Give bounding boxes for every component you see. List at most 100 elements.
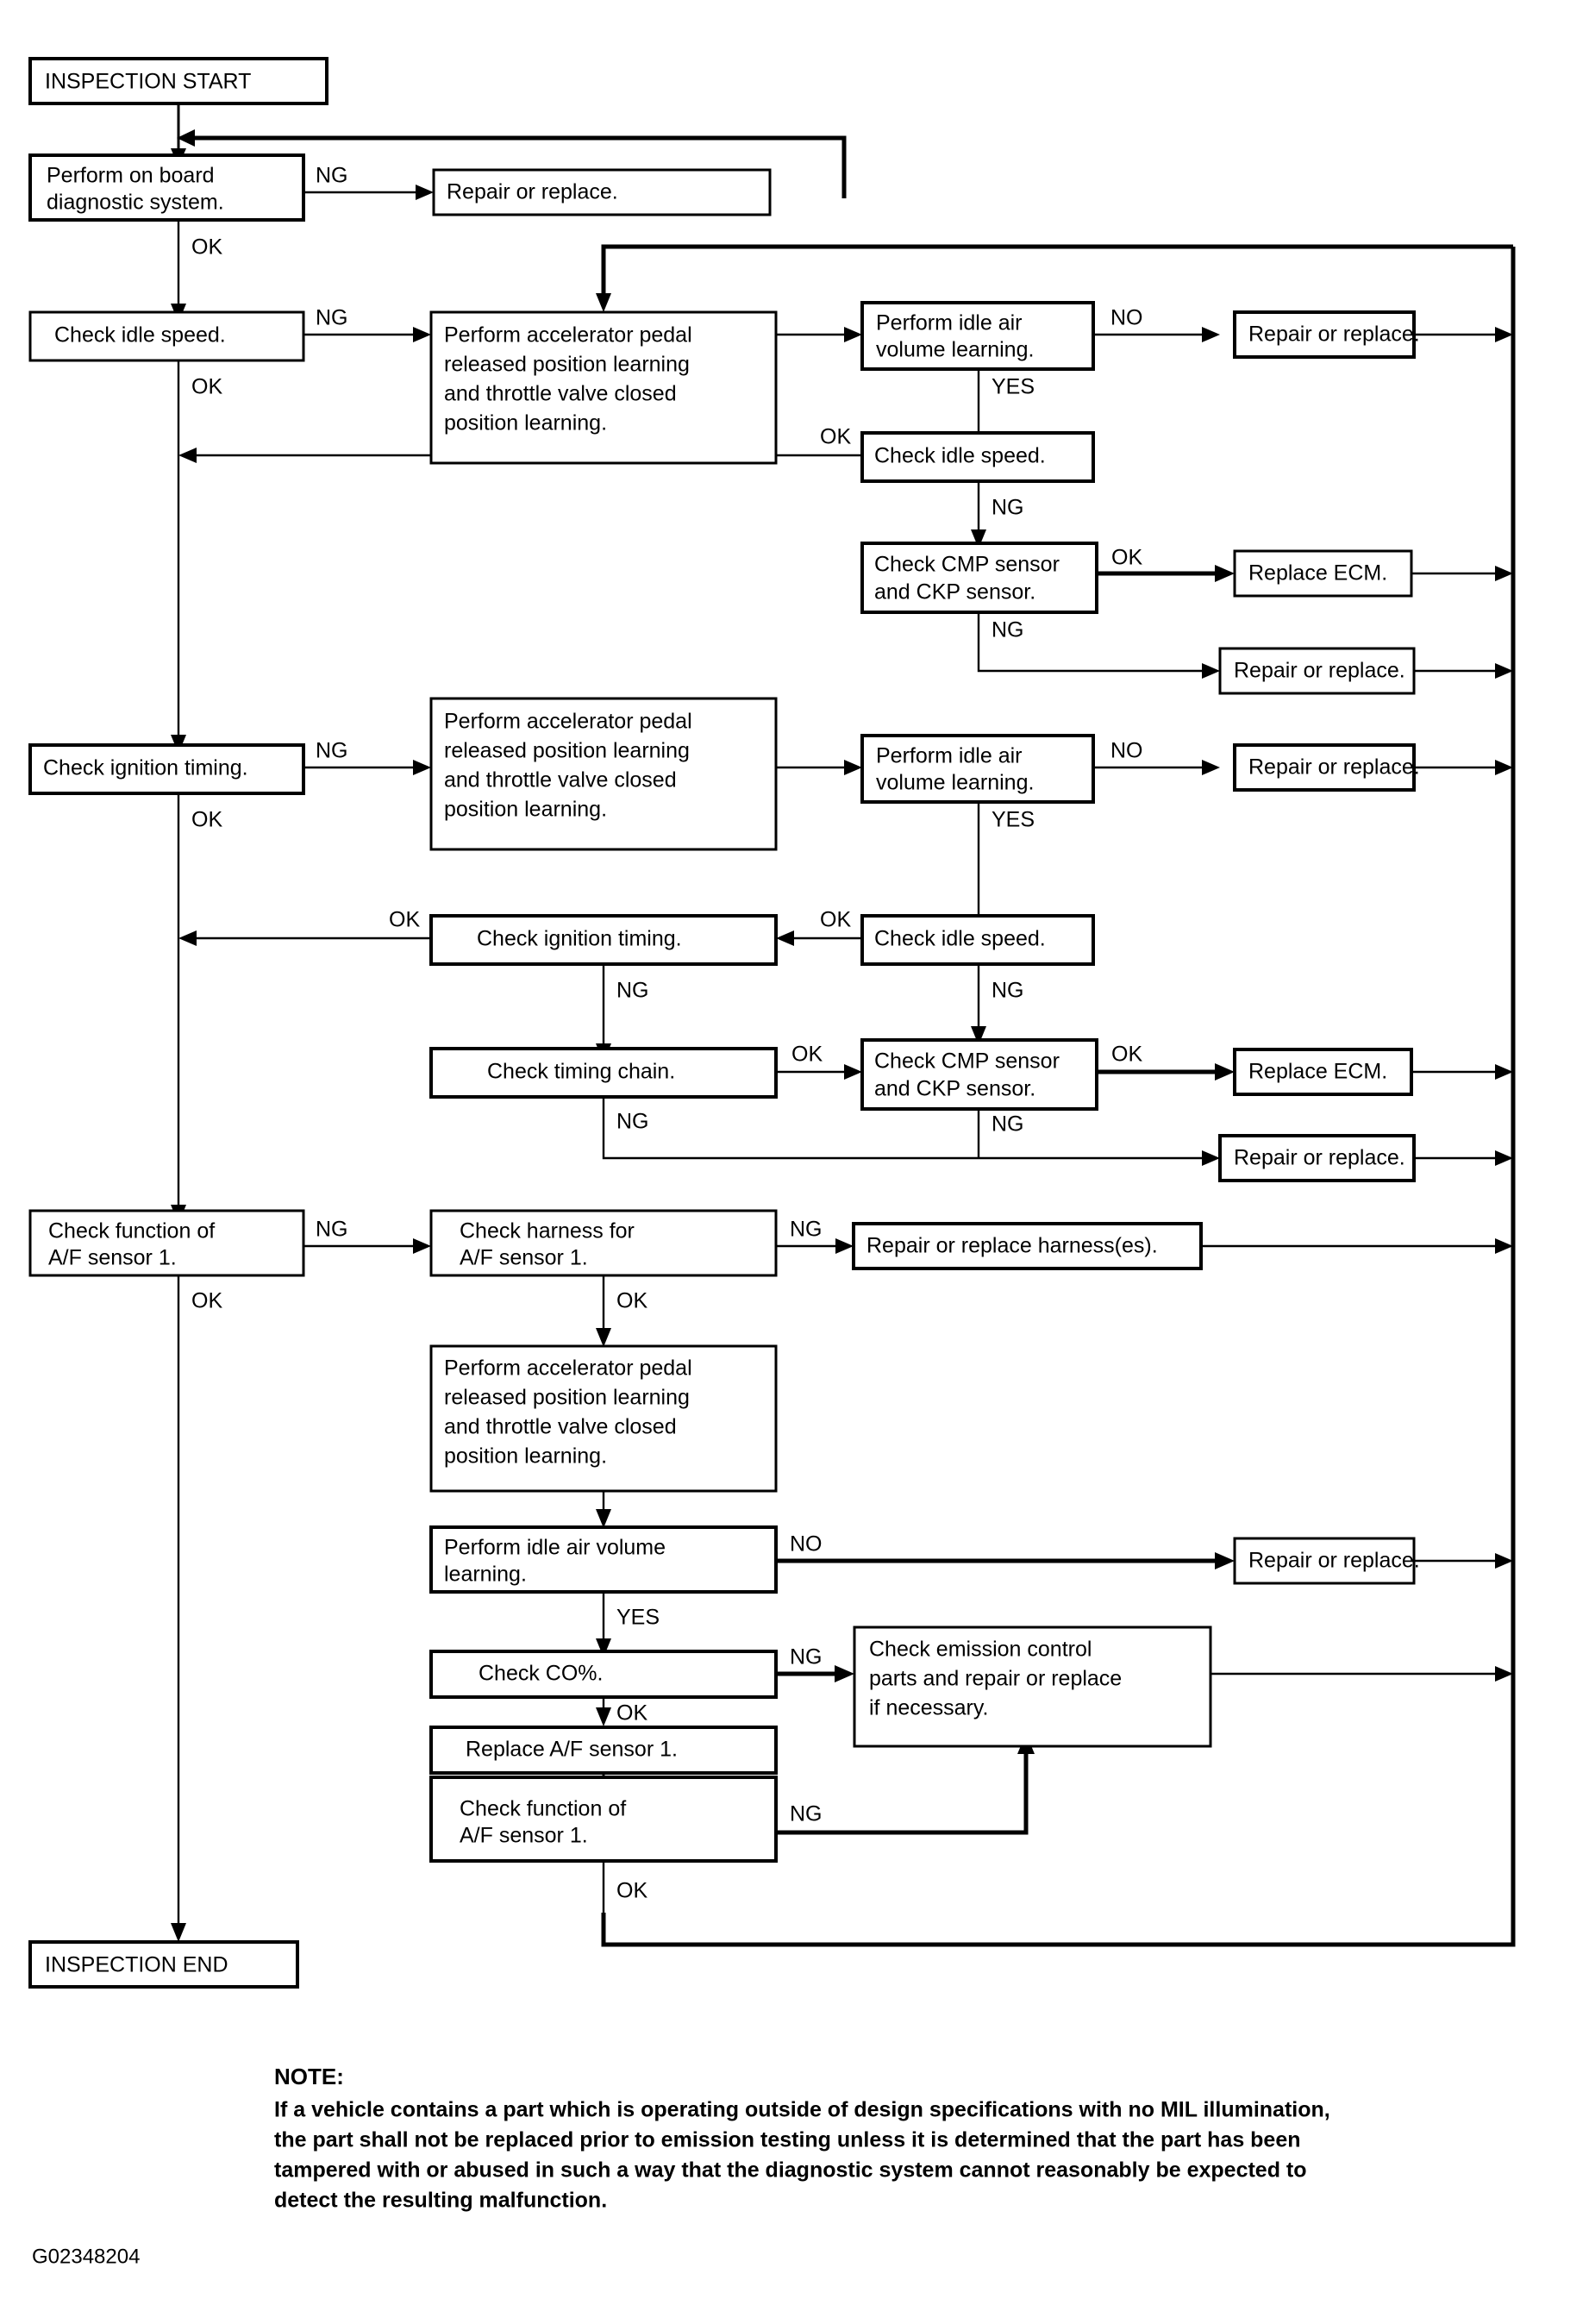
node-inspection-start[interactable]: INSPECTION START	[28, 57, 328, 105]
arrowhead-ecm2-to-bus	[1495, 1064, 1513, 1080]
arrowhead-cmp1-ok	[1215, 565, 1235, 582]
edge-chain-ng	[602, 1095, 1209, 1160]
node-repair-or-replace-harness-label: Repair or replace harness(es).	[866, 1234, 1158, 1258]
node-check-idle-speed-3[interactable]: Check idle speed.	[860, 914, 1095, 966]
node-idle-air-volume-learning-3[interactable]: Perform idle air volume learning.	[429, 1525, 778, 1594]
arrowhead-cmp2-ok	[1215, 1063, 1235, 1081]
node-repair-or-replace-2[interactable]: Repair or replace.	[1233, 310, 1420, 359]
node-idle-air-volume-learning-3-line2: learning.	[444, 1563, 527, 1587]
node-replace-ecm-2-label: Replace ECM.	[1248, 1060, 1387, 1084]
arrowhead-repair1-return	[177, 129, 195, 147]
node-check-idle-speed-1[interactable]: Check idle speed.	[28, 310, 305, 362]
node-learning-2-line4: position learning.	[444, 798, 607, 822]
arrowhead-repair4-to-bus	[1495, 760, 1513, 775]
arrowhead-ecm1-to-bus	[1495, 566, 1513, 581]
arrowhead-co-ok	[596, 1707, 611, 1726]
edge-label-obd-ng: NG	[316, 164, 348, 188]
node-learning-3-line4: position learning.	[444, 1444, 607, 1469]
node-check-cmp-ckp-1-line1: Check CMP sensor	[874, 553, 1060, 577]
node-learning-2-line1: Perform accelerator pedal	[444, 710, 692, 734]
node-check-cmp-ckp-1[interactable]: Check CMP sensor and CKP sensor.	[860, 542, 1098, 614]
node-check-idle-speed-1-label: Check idle speed.	[54, 323, 226, 348]
node-repair-or-replace-1[interactable]: Repair or replace.	[432, 168, 772, 216]
edge-label-cmp2-ok: OK	[1111, 1043, 1142, 1067]
edge-label-iavl1-yes: YES	[992, 375, 1035, 399]
node-check-af-harness[interactable]: Check harness for A/F sensor 1.	[429, 1209, 778, 1277]
node-check-af-sensor-function-2-line2: A/F sensor 1.	[460, 1824, 588, 1848]
node-repair-or-replace-6[interactable]: Repair or replace.	[1233, 1537, 1420, 1585]
node-check-idle-speed-2[interactable]: Check idle speed.	[860, 431, 1095, 483]
node-repair-or-replace-2-label: Repair or replace.	[1248, 323, 1420, 347]
edge-label-iavl3-yes: YES	[616, 1606, 660, 1630]
node-idle-air-volume-learning-2[interactable]: Perform idle air volume learning.	[860, 734, 1095, 804]
node-learning-1-line4: position learning.	[444, 411, 607, 435]
edge-label-iavl1-no: NO	[1110, 306, 1143, 330]
node-inspection-end[interactable]: INSPECTION END	[28, 1940, 299, 1989]
node-idle-air-volume-learning-1[interactable]: Perform idle air volume learning.	[860, 301, 1095, 371]
node-check-co-label: Check CO%.	[479, 1662, 603, 1686]
edge-bus-to-learn1	[601, 244, 1513, 300]
arrowhead-iavl3-yes	[596, 1638, 611, 1657]
node-idle-air-volume-learning-2-line1: Perform idle air	[876, 744, 1023, 768]
note-block: NOTE: If a vehicle contains a part which…	[274, 2064, 1330, 2213]
node-learning-1[interactable]: Perform accelerator pedal released posit…	[429, 310, 778, 465]
node-learning-1-line3: and throttle valve closed	[444, 382, 677, 406]
arrowhead-emission-to-bus	[1495, 1666, 1513, 1682]
node-check-af-sensor-function-2[interactable]: Check function of A/F sensor 1.	[429, 1776, 778, 1863]
arrowhead-iavl1-no	[1202, 327, 1220, 342]
node-repair-or-replace-harness[interactable]: Repair or replace harness(es).	[852, 1222, 1203, 1270]
node-check-emission-control[interactable]: Check emission control parts and repair …	[853, 1626, 1212, 1748]
arrowhead-repairharness-to-bus	[1495, 1238, 1513, 1254]
arrowhead-iavl2-no	[1202, 760, 1220, 775]
arrowhead-idle3-ng	[971, 1026, 986, 1045]
node-check-timing-chain[interactable]: Check timing chain.	[429, 1047, 778, 1099]
node-check-idle-speed-3-label: Check idle speed.	[874, 927, 1046, 951]
note-line-3: tampered with or abused in such a way th…	[274, 2158, 1307, 2183]
edge-label-idle3-ng: NG	[992, 979, 1024, 1003]
node-repair-or-replace-6-label: Repair or replace.	[1248, 1549, 1420, 1573]
arrowhead-ign2-ok	[178, 930, 197, 946]
edge-label-af1-ng: NG	[316, 1218, 348, 1242]
node-idle-air-volume-learning-1-line2: volume learning.	[876, 338, 1034, 362]
arrowhead-af1-ng	[413, 1238, 431, 1254]
node-check-ignition-timing-2[interactable]: Check ignition timing.	[429, 914, 778, 966]
node-learning-3-line2: released position learning	[444, 1386, 690, 1410]
node-check-af-sensor-function-1[interactable]: Check function of A/F sensor 1.	[28, 1209, 305, 1277]
node-learning-3-line3: and throttle valve closed	[444, 1415, 677, 1439]
edge-label-harness-ng: NG	[790, 1218, 823, 1242]
node-check-cmp-ckp-2[interactable]: Check CMP sensor and CKP sensor.	[860, 1038, 1098, 1111]
node-perform-obd[interactable]: Perform on board diagnostic system.	[28, 153, 305, 222]
node-learning-2-line3: and throttle valve closed	[444, 768, 677, 792]
edge-label-ign1-ng: NG	[316, 739, 348, 763]
arrowhead-harness-ng	[835, 1238, 854, 1254]
edge-cmp1-ng	[977, 602, 1209, 673]
edge-label-chain-ng: NG	[616, 1110, 649, 1134]
node-learning-3-line1: Perform accelerator pedal	[444, 1356, 692, 1381]
arrowhead-ign1-ng	[413, 760, 431, 775]
node-replace-af-sensor[interactable]: Replace A/F sensor 1.	[429, 1726, 778, 1775]
node-learning-2[interactable]: Perform accelerator pedal released posit…	[429, 697, 778, 851]
node-repair-or-replace-4[interactable]: Repair or replace.	[1233, 743, 1420, 792]
node-repair-or-replace-3[interactable]: Repair or replace.	[1218, 647, 1416, 695]
node-check-timing-chain-label: Check timing chain.	[487, 1060, 675, 1084]
edge-label-co-ok: OK	[616, 1701, 647, 1726]
edge-label-af2-ng: NG	[790, 1802, 823, 1826]
node-replace-ecm-1[interactable]: Replace ECM.	[1233, 549, 1413, 598]
arrowhead-learn1-to-iavl1	[844, 327, 862, 342]
node-check-emission-control-line3: if necessary.	[869, 1696, 988, 1720]
arrowhead-iavl3-no	[1215, 1552, 1235, 1569]
note-line-4: detect the resulting malfunction.	[274, 2189, 607, 2213]
arrowhead-co-ng	[835, 1665, 854, 1682]
node-replace-ecm-2[interactable]: Replace ECM.	[1233, 1048, 1413, 1096]
node-check-co[interactable]: Check CO%.	[429, 1650, 778, 1699]
node-check-af-harness-line2: A/F sensor 1.	[460, 1246, 588, 1270]
node-check-cmp-ckp-2-line1: Check CMP sensor	[874, 1049, 1060, 1074]
node-learning-3[interactable]: Perform accelerator pedal released posit…	[429, 1344, 778, 1493]
edge-label-idle1-ng: NG	[316, 306, 348, 330]
node-repair-or-replace-5[interactable]: Repair or replace.	[1218, 1134, 1416, 1182]
node-check-ignition-timing-1[interactable]: Check ignition timing.	[28, 743, 305, 795]
node-check-cmp-ckp-2-line2: and CKP sensor.	[874, 1077, 1035, 1101]
arrowhead-harness-ok	[596, 1328, 611, 1347]
